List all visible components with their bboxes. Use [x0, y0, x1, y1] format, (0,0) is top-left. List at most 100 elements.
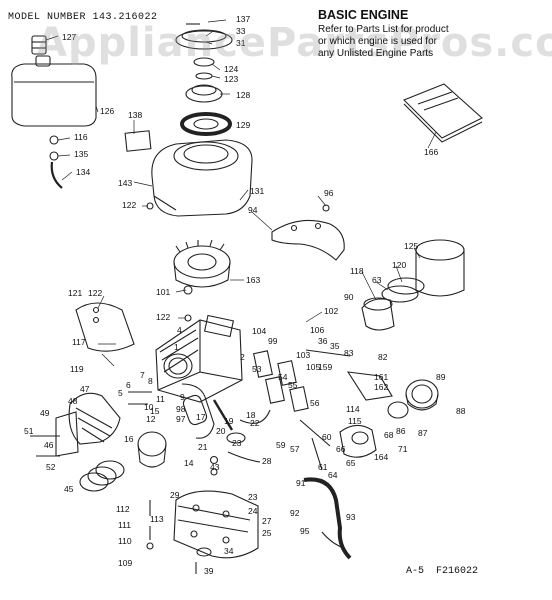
part-label-p36: 36: [318, 336, 328, 346]
air-cleaner-drawing: [387, 379, 439, 419]
part-label-p137: 137: [236, 14, 250, 24]
part-label-p86: 86: [396, 426, 406, 436]
part-label-p12: 12: [146, 414, 156, 424]
exhaust-pipe-drawing: [303, 477, 352, 560]
part-label-p163: 163: [246, 275, 260, 285]
part-label-p54: 54: [278, 372, 288, 382]
part-label-p53: 53: [252, 364, 262, 374]
part-label-p119: 119: [70, 364, 84, 374]
part-label-p116: 116: [74, 132, 88, 142]
part-label-p24: 24: [248, 506, 258, 516]
part-label-p92: 92: [290, 508, 300, 518]
part-label-p99: 99: [268, 336, 278, 346]
part-label-p71: 71: [398, 444, 408, 454]
fuel-tank-drawing: [11, 55, 97, 127]
part-label-p88: 88: [456, 406, 466, 416]
part-label-p15: 15: [150, 406, 160, 416]
part-label-p11: 11: [156, 394, 165, 404]
part-label-p66: 66: [336, 444, 346, 454]
part-label-p118: 118: [350, 266, 364, 276]
part-label-p98: 98: [176, 404, 186, 414]
part-label-p143: 143: [118, 178, 132, 188]
part-label-p23b: 23: [248, 492, 258, 502]
part-label-p109: 109: [118, 558, 132, 568]
part-label-p110: 110: [118, 536, 132, 546]
part-label-p106: 106: [310, 325, 324, 335]
part-label-p33: 33: [236, 26, 246, 36]
part-label-p31: 31: [236, 38, 246, 48]
fuel-cap-drawing: [31, 35, 47, 55]
part-label-p102: 102: [324, 306, 338, 316]
carburetor-drawing: [305, 349, 393, 458]
part-label-p64: 64: [328, 470, 338, 480]
part-label-p121: 121: [68, 288, 82, 298]
part-label-p29: 29: [170, 490, 180, 500]
part-label-p63: 63: [372, 275, 382, 285]
part-label-p114: 114: [346, 404, 360, 414]
part-label-p96: 96: [324, 188, 334, 198]
leader-lines: [45, 19, 437, 367]
part-label-p49: 49: [40, 408, 50, 418]
part-label-p138: 138: [128, 110, 142, 120]
part-label-p90: 90: [344, 292, 354, 302]
part-label-p7: 7: [140, 370, 145, 380]
part-label-p161: 161: [374, 372, 388, 382]
part-label-p83: 83: [344, 348, 354, 358]
part-label-p112: 112: [116, 504, 130, 514]
part-label-p14: 14: [184, 458, 194, 468]
part-label-p122a: 122: [122, 200, 136, 210]
part-label-p35: 35: [330, 341, 340, 351]
note-line: or which engine is used for: [318, 36, 437, 47]
part-label-p82: 82: [378, 352, 388, 362]
muffler-shield-drawing: [271, 204, 345, 261]
oil-sump-drawing: [173, 490, 259, 574]
part-label-p45: 45: [64, 484, 74, 494]
part-label-p134: 134: [76, 167, 90, 177]
part-label-p65: 65: [346, 458, 356, 468]
part-label-p25: 25: [262, 528, 272, 538]
part-label-p105: 105: [306, 362, 320, 372]
part-label-p124: 124: [224, 64, 238, 74]
part-number-labels: 1373331124123128129127126116135134138143…: [24, 14, 466, 576]
part-label-p43: 43: [210, 462, 220, 472]
part-label-p4: 4: [177, 325, 182, 335]
part-label-p52: 52: [46, 462, 56, 472]
part-label-p122b: 122: [88, 288, 102, 298]
part-label-p60: 60: [322, 432, 332, 442]
part-label-p123: 123: [224, 74, 238, 84]
flywheel-drawing: [173, 239, 231, 288]
note-line: any Unlisted Engine Parts: [318, 48, 434, 59]
part-label-p122c: 122: [156, 312, 170, 322]
drawing-number: F216022: [436, 566, 479, 577]
breather-cover-drawing: [75, 302, 135, 352]
part-label-p22: 22: [250, 418, 260, 428]
part-label-p162: 162: [374, 382, 388, 392]
fuel-line-drawing: [49, 135, 63, 189]
part-label-p131: 131: [250, 186, 264, 196]
part-label-p5: 5: [118, 388, 123, 398]
part-label-p113: 113: [150, 514, 164, 524]
part-label-p55: 55: [288, 380, 298, 390]
part-label-p94: 94: [248, 205, 258, 215]
part-label-p129: 129: [236, 120, 250, 130]
part-label-p6: 6: [126, 380, 131, 390]
part-label-p27: 27: [262, 516, 272, 526]
part-label-p17: 17: [196, 412, 206, 422]
piston-drawing: [79, 431, 167, 492]
fastener-drawings: [30, 202, 261, 550]
part-label-p115: 115: [348, 416, 362, 426]
muffler-drawing: [361, 239, 465, 331]
part-label-p28: 28: [262, 456, 272, 466]
cylinder-head-drawing: [55, 392, 121, 457]
part-label-p120: 120: [392, 260, 406, 270]
part-label-p89: 89: [436, 372, 446, 382]
part-label-p47: 47: [80, 384, 90, 394]
part-label-p87: 87: [418, 428, 428, 438]
model-number: MODEL NUMBER 143.216022: [8, 12, 158, 23]
part-label-p16: 16: [124, 434, 134, 444]
part-label-p23: 23: [232, 438, 242, 448]
part-label-p159: 159: [318, 362, 332, 372]
part-label-p18: 18: [246, 410, 256, 420]
